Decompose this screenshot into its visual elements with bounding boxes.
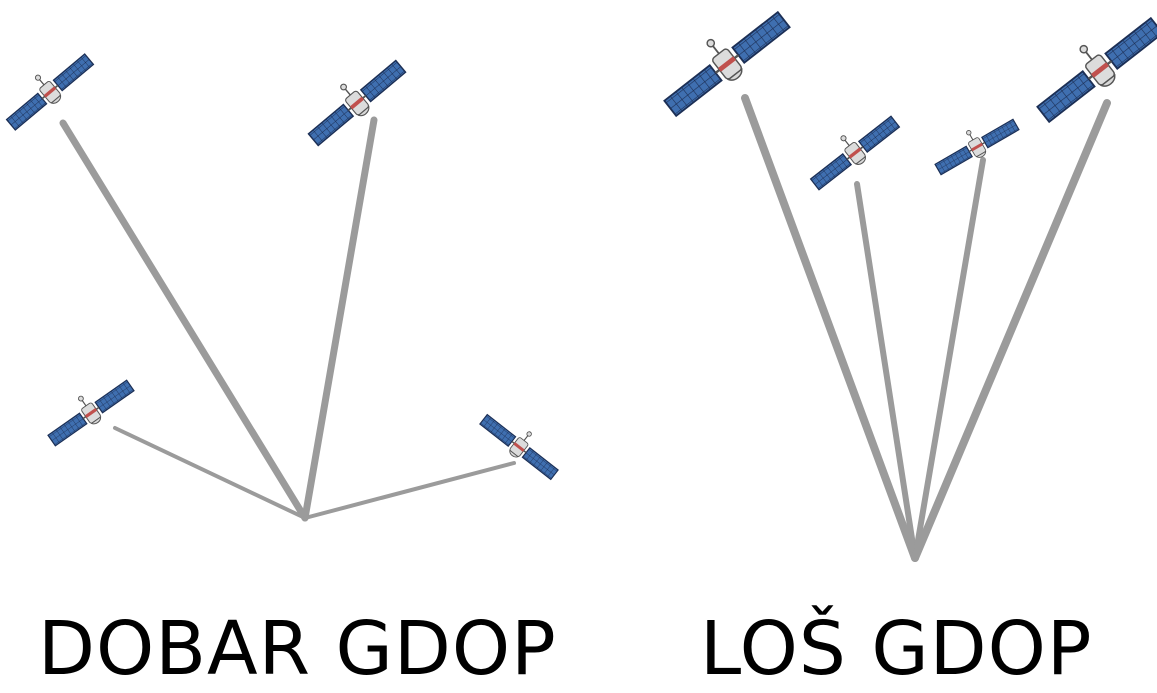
signal-line-bottom-left [113, 426, 307, 520]
signal-line-inner-left [854, 181, 918, 561]
signal-line-outer-right [911, 99, 1111, 562]
good-gdop-signal-lines [59, 116, 516, 522]
bad-gdop-signal-lines [741, 94, 1111, 562]
bad-gdop-caption: LOŠ GDOP [700, 606, 1093, 692]
signal-line-bottom-right [303, 461, 516, 520]
satellite-icon [0, 42, 98, 136]
signal-line-outer-left [741, 94, 919, 562]
satellite-icon [39, 368, 138, 451]
satellite-icon [927, 107, 1023, 180]
satellite-icon [650, 0, 796, 124]
signal-line-top-left [59, 119, 309, 522]
good-gdop-caption: DOBAR GDOP [38, 606, 557, 692]
satellite-icon [476, 403, 567, 485]
signal-line-inner-right [912, 157, 986, 561]
signal-line-top-right [301, 116, 378, 522]
satellite-icon [1023, 0, 1157, 130]
satellite-icon [800, 104, 904, 196]
satellite-icon [297, 47, 411, 152]
